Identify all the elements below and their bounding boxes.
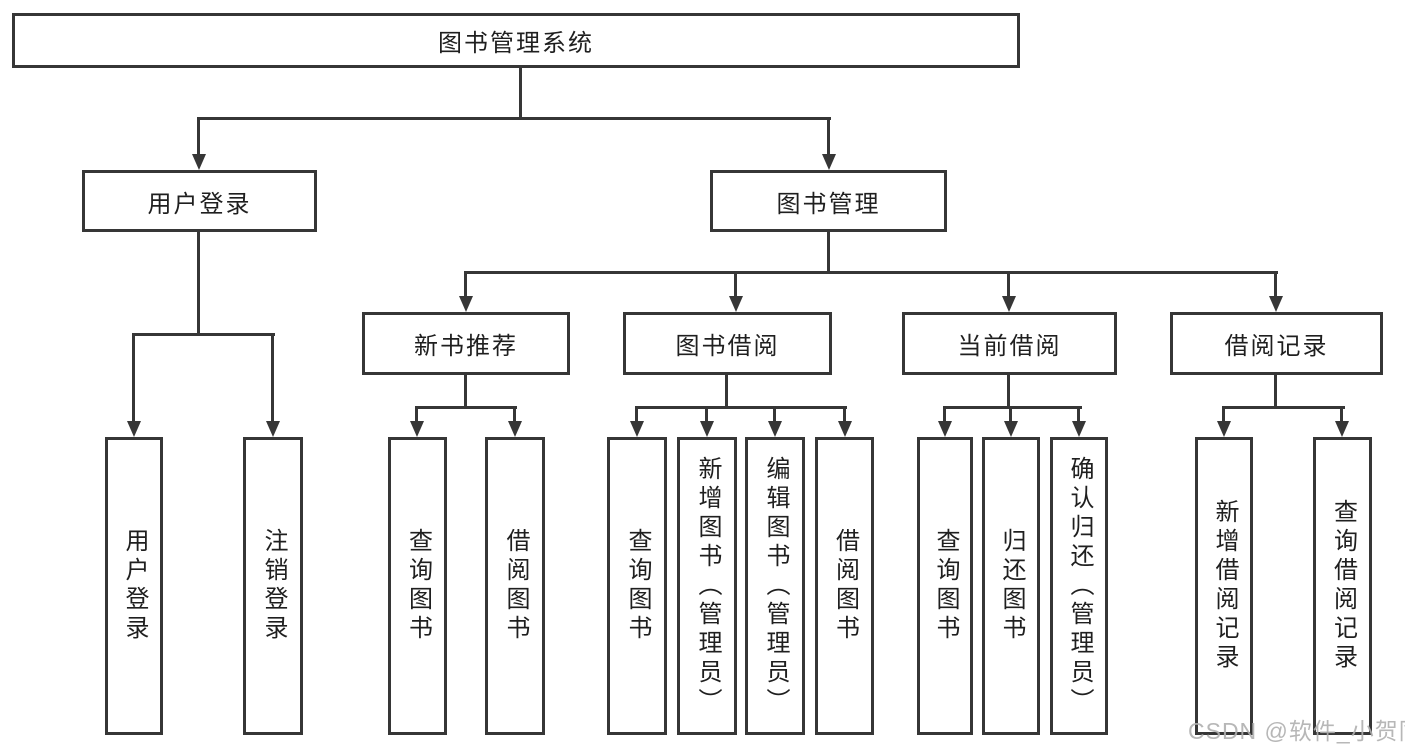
connector-level3-horizontal [464,271,1278,274]
connector-drop [943,406,946,422]
connector-drop [1009,406,1012,422]
leaf-add-borrow-record: 新增借阅记录 [1195,437,1253,735]
node-book-borrow: 图书借阅 [623,312,832,375]
node-new-book-recommend: 新书推荐 [362,312,570,375]
connector-drop [1077,406,1080,422]
leaf-query-books-current: 查询图书 [917,437,973,735]
arrow-down-icon [1002,296,1016,312]
leaf-query-books-recommend: 查询图书 [388,437,447,735]
leaf-borrow-books: 借阅图书 [815,437,874,735]
leaf-add-books-admin: 新增图书（管理员） [677,437,737,735]
connector-root-stub [519,68,522,118]
leaf-query-books-borrow: 查询图书 [607,437,667,735]
arrow-down-icon [938,421,952,437]
connector-current-borrow-stub [1007,375,1010,409]
leaf-edit-books-admin: 编辑图书（管理员） [745,437,805,735]
connector-drop [1340,406,1343,422]
node-book-management: 图书管理 [710,170,947,232]
connector-book-management-stub [827,232,830,274]
connector-drop-leaf-logout [271,333,274,423]
arrow-down-icon [1004,421,1018,437]
connector-drop [773,406,776,422]
connector-new-book-stub [464,375,467,409]
connector-drop-current-borrow [1007,271,1010,298]
arrow-down-icon [729,296,743,312]
node-user-login: 用户登录 [82,170,317,232]
connector-borrow-records-horizontal [1222,406,1345,409]
leaf-confirm-return-admin: 确认归还（管理员） [1050,437,1108,735]
connector-drop-new-book [464,271,467,298]
leaf-query-borrow-record: 查询借阅记录 [1313,437,1372,735]
node-borrow-records: 借阅记录 [1170,312,1383,375]
arrow-down-icon [508,421,522,437]
csdn-watermark: CSDN @软件_小贺同学 [1188,718,1405,744]
connector-book-borrow-stub [725,375,728,409]
connector-user-login-stub [197,232,200,336]
arrow-down-icon [822,154,836,170]
connector-drop-book-management [827,117,830,155]
arrow-down-icon [459,296,473,312]
leaf-borrow-books-recommend: 借阅图书 [485,437,545,735]
connector-drop [635,406,638,422]
arrow-down-icon [1269,296,1283,312]
arrow-down-icon [1072,421,1086,437]
connector-drop [415,406,418,422]
arrow-down-icon [838,421,852,437]
arrow-down-icon [768,421,782,437]
node-root-library-system: 图书管理系统 [12,13,1020,68]
connector-drop [1222,406,1225,422]
arrow-down-icon [700,421,714,437]
arrow-down-icon [192,154,206,170]
arrow-down-icon [630,421,644,437]
connector-drop [513,406,516,422]
connector-drop-book-borrow [734,271,737,298]
arrow-down-icon [1335,421,1349,437]
connector-borrow-records-stub [1274,375,1277,409]
leaf-logout: 注销登录 [243,437,303,735]
node-current-borrow: 当前借阅 [902,312,1117,375]
connector-drop [705,406,708,422]
connector-current-borrow-horizontal [943,406,1082,409]
arrow-down-icon [410,421,424,437]
connector-user-login-horizontal [132,333,275,336]
connector-drop [843,406,846,422]
arrow-down-icon [266,421,280,437]
connector-level2-horizontal [197,117,831,120]
arrow-down-icon [127,421,141,437]
connector-book-borrow-horizontal [635,406,847,409]
connector-drop-borrow-records [1274,271,1277,298]
connector-drop-leaf-login [132,333,135,423]
connector-drop-user-login [197,117,200,155]
arrow-down-icon [1217,421,1231,437]
connector-new-book-horizontal [415,406,517,409]
leaf-return-books: 归还图书 [982,437,1040,735]
leaf-user-login: 用户登录 [105,437,163,735]
